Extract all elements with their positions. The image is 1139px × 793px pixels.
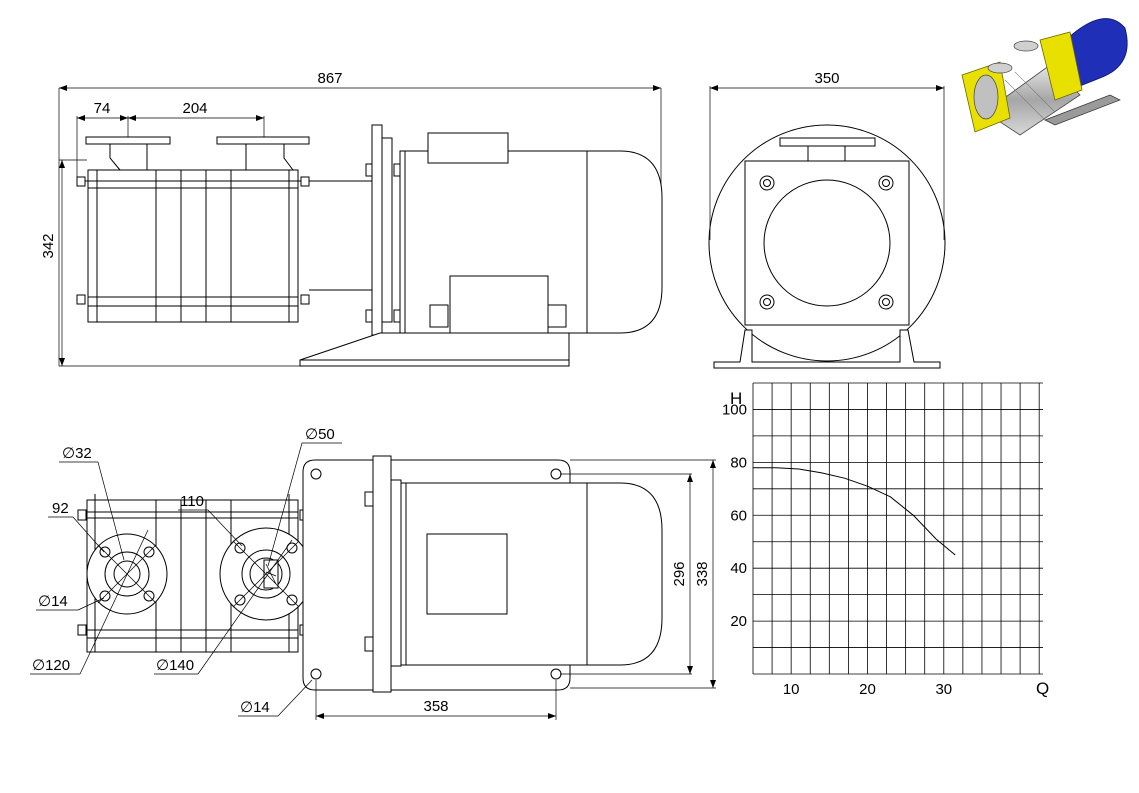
y-tick-label: 20 [730, 613, 747, 630]
x-tick-label: 10 [783, 681, 800, 698]
dim-867-label: 867 [317, 70, 342, 87]
motor-side [299, 124, 663, 367]
dia-14-flange-label: ∅14 [38, 593, 68, 610]
top-dims: ∅32 92 110 ∅50 ∅14 ∅120 ∅140 ∅14 [30, 426, 716, 720]
dia-140-label: ∅140 [156, 657, 194, 674]
chart-y-axis-label: H [730, 389, 742, 408]
dim-height: 342 [40, 159, 300, 367]
dim-74-label: 74 [94, 100, 111, 117]
x-tick-label: 20 [859, 681, 876, 698]
hq-chart: 10 20 30 20 40 60 80 100 H Q [722, 382, 1049, 698]
chart-y-ticks: 20 40 60 80 100 [722, 401, 747, 630]
front-view: 350 [708, 70, 946, 369]
chart-grid [752, 382, 1043, 675]
y-tick-label: 40 [730, 560, 747, 577]
chart-x-axis-label: Q [1036, 679, 1049, 698]
dim-342-label: 342 [40, 233, 57, 258]
y-tick-label: 60 [730, 507, 747, 524]
dim-110-label: 110 [180, 493, 204, 510]
y-tick-label: 80 [730, 454, 747, 471]
dia-14-base-label: ∅14 [240, 699, 270, 716]
dim-front-width: 350 [709, 70, 945, 240]
dia-32-label: ∅32 [62, 445, 92, 462]
top-view: ∅32 92 110 ∅50 ∅14 ∅120 ∅140 ∅14 [30, 426, 716, 720]
dim-204-label: 204 [182, 100, 207, 117]
motor-top [302, 455, 663, 693]
dim-74-204: 74 204 [76, 100, 265, 180]
front-bolts [759, 175, 894, 310]
side-view: 867 74 204 342 [40, 70, 663, 367]
pump-body-side [76, 136, 372, 323]
dia-50-label: ∅50 [305, 426, 335, 443]
chart-x-ticks: 10 20 30 [783, 681, 952, 698]
dim-350-label: 350 [814, 70, 839, 87]
flange-discharge [219, 527, 313, 621]
pump-3d-preview [961, 18, 1128, 136]
dim-338-label: 338 [694, 561, 711, 586]
dia-120-label: ∅120 [32, 657, 70, 674]
y-tick-label: 100 [722, 401, 747, 418]
dim-296-label: 296 [671, 561, 688, 586]
dim-358-label: 358 [423, 698, 448, 715]
dim-92-label: 92 [52, 500, 69, 517]
x-tick-label: 30 [935, 681, 952, 698]
chart-series-line [753, 467, 956, 556]
